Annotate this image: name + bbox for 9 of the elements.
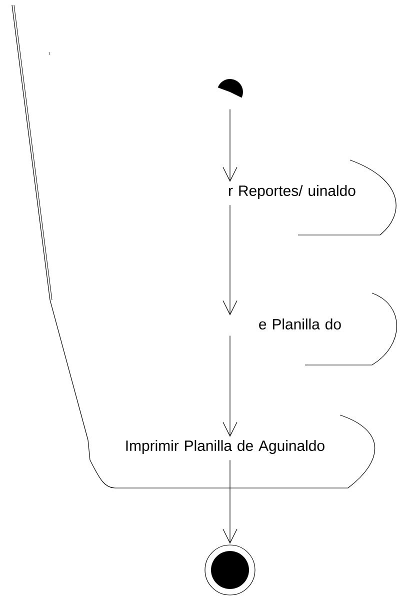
arrow bbox=[222, 108, 238, 182]
arrow bbox=[222, 335, 238, 437]
arrow bbox=[222, 204, 238, 316]
end-node bbox=[204, 544, 256, 596]
start-node bbox=[218, 79, 243, 98]
activity-box: r Reportes/ uinaldo bbox=[229, 160, 396, 236]
arrow bbox=[222, 460, 238, 544]
activity-box: e Planilla do bbox=[259, 292, 398, 366]
activity-box: Imprimir Planilla de Aguinaldo bbox=[88, 414, 376, 488]
